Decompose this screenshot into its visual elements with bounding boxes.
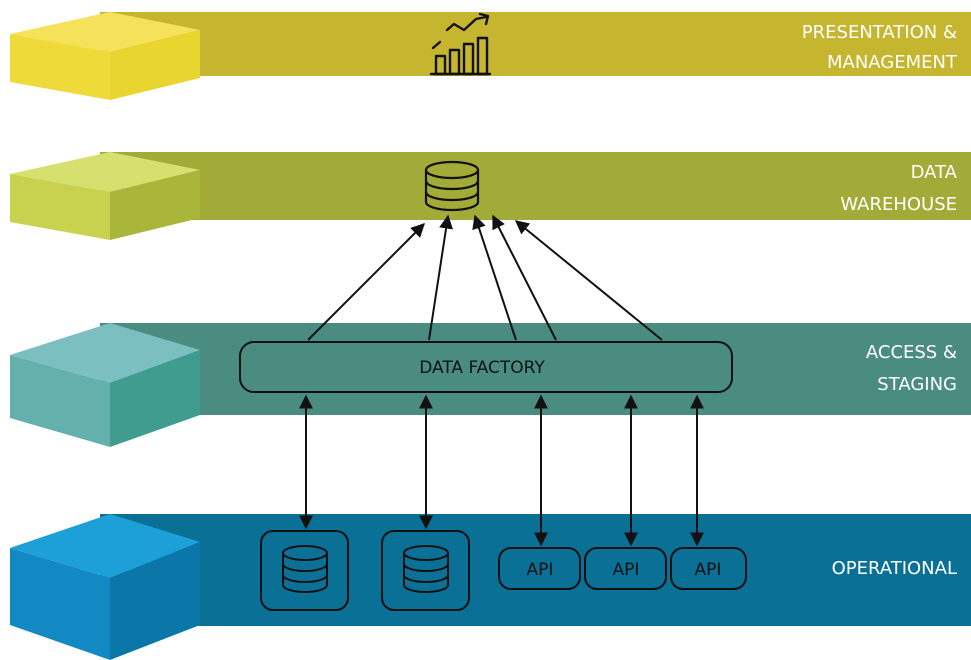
cube-warehouse (10, 152, 200, 240)
data-factory-label: DATA FACTORY (419, 358, 545, 378)
arrow-up-3 (472, 214, 517, 341)
layer-label-staging-2: STAGING (877, 374, 957, 395)
layer-label-operational: OPERATIONAL (832, 558, 957, 579)
api-box-1 (498, 547, 581, 590)
database-icon (282, 545, 328, 593)
api-box-3 (670, 547, 747, 590)
arrow-up-2 (428, 214, 454, 341)
source-db-box-1 (260, 530, 349, 611)
api-label-3: API (695, 560, 722, 580)
layer-label-staging-1: ACCESS & (866, 342, 957, 363)
data-factory-box (239, 341, 733, 393)
band-presentation (100, 12, 971, 76)
layer-warehouse: DATA WAREHOUSE (10, 152, 971, 240)
cube-presentation (10, 12, 200, 100)
api-label-1: API (527, 560, 554, 580)
api-label-2: API (613, 560, 640, 580)
layer-label-warehouse-2: WAREHOUSE (840, 194, 957, 215)
band-warehouse (100, 152, 971, 220)
warehouse-database-icon (424, 160, 480, 212)
arrows-sources-to-factory (299, 394, 704, 547)
arrows-factory-to-warehouse (307, 214, 663, 341)
layer-label-warehouse-1: DATA (911, 162, 958, 183)
layer-operational: API API API OPERATIONAL (10, 514, 971, 660)
source-db-box-2 (381, 530, 470, 611)
layer-label-presentation-1: PRESENTATION & (802, 22, 957, 43)
analytics-chart-icon (429, 12, 492, 76)
arrow-up-5 (514, 220, 663, 341)
layer-label-presentation-2: MANAGEMENT (827, 52, 958, 73)
api-box-2 (584, 547, 667, 590)
database-icon (403, 545, 449, 593)
cube-staging (10, 323, 200, 447)
layer-presentation: PRESENTATION & MANAGEMENT (10, 12, 971, 100)
layer-staging: DATA FACTORY ACCESS & STAGING (10, 323, 971, 447)
cube-operational (10, 514, 200, 660)
arrow-up-4 (492, 214, 557, 341)
arrow-up-1 (307, 223, 425, 341)
